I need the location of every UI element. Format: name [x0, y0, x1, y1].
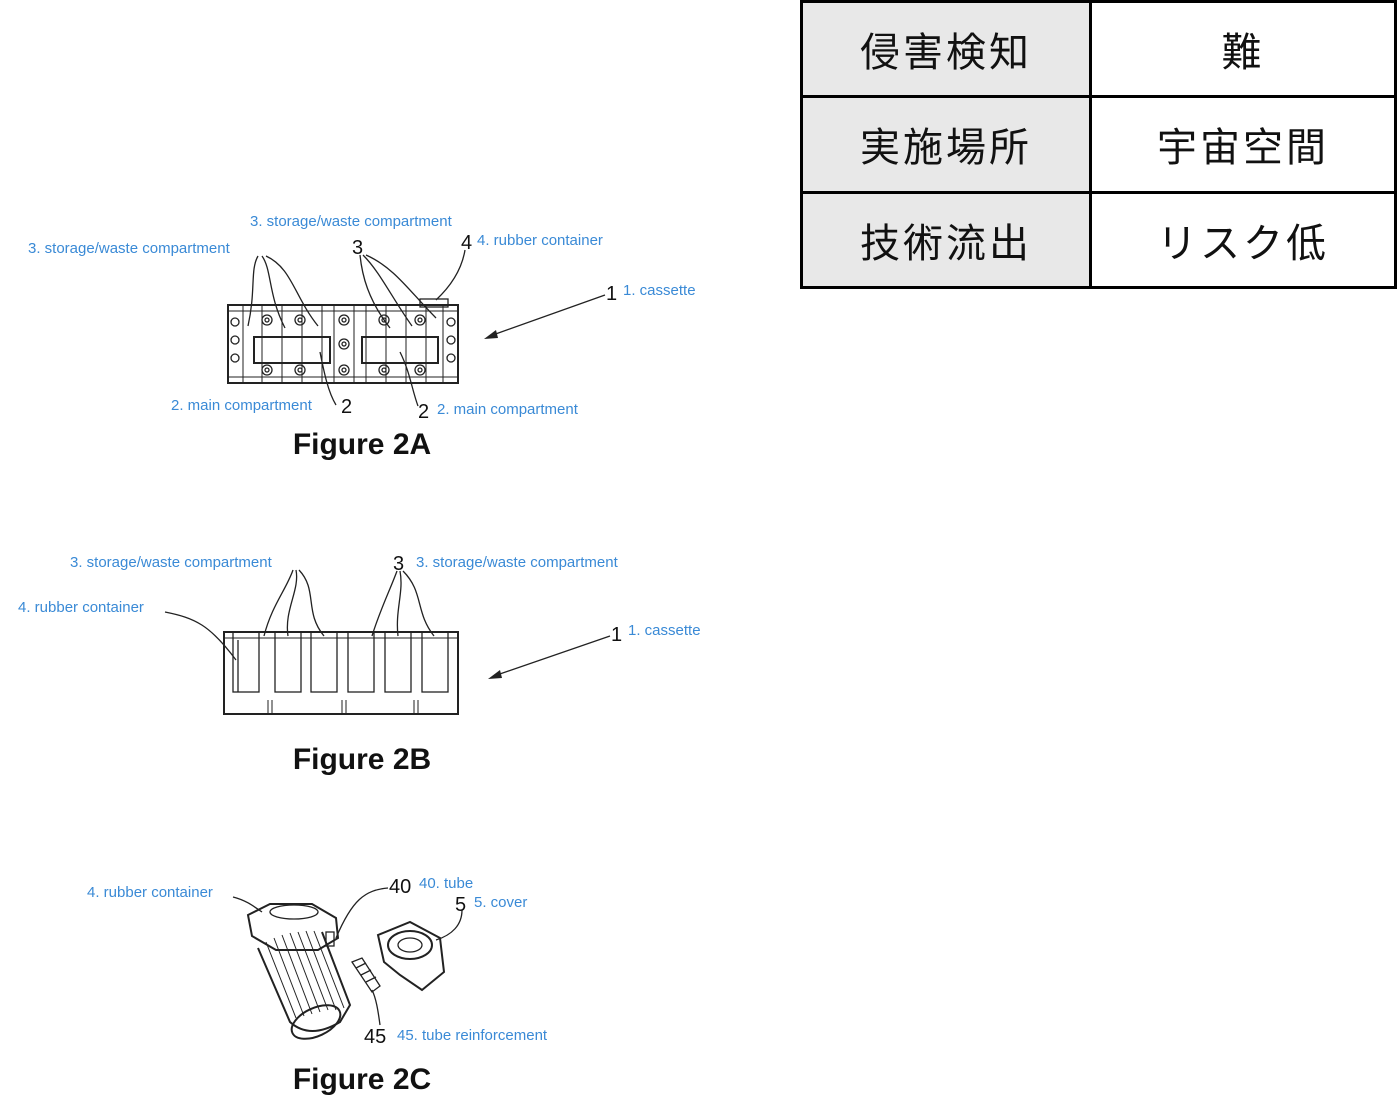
label-storage-compartment: 3. storage/waste compartment [28, 240, 231, 257]
figure-2c: 4. rubber container 40 40. tube 5 5. cov… [87, 875, 548, 1096]
label-rubber-container: 4. rubber container [87, 884, 213, 901]
label-cassette: 1. cassette [628, 622, 701, 639]
ref-number-2: 2 [341, 396, 352, 418]
table-key-cell: 実施場所 [800, 95, 1092, 194]
label-storage-compartment: 3. storage/waste compartment [70, 554, 273, 571]
label-tube-reinforcement: 45. tube reinforcement [397, 1027, 548, 1044]
compartment-tubes [232, 631, 449, 693]
label-cover: 5. cover [474, 894, 527, 911]
table-key-cell: 侵害検知 [800, 0, 1092, 99]
bolt-holes [230, 314, 456, 376]
label-storage-compartment: 3. storage/waste compartment [250, 213, 453, 230]
rubber-container-top [419, 298, 449, 308]
figure-2a: 3. storage/waste compartment 3. storage/… [28, 213, 696, 461]
rubber-container-flange [246, 903, 340, 951]
ref-number-1: 1 [606, 283, 617, 305]
rubber-container-body [257, 931, 352, 1032]
table-value-cell: 宇宙空間 [1089, 95, 1397, 194]
table-key-cell: 技術流出 [800, 190, 1092, 290]
label-rubber-container: 4. rubber container [477, 232, 603, 249]
ref-number-3: 3 [352, 237, 363, 259]
cassette-top-view [227, 304, 459, 384]
ref-number-1: 1 [611, 624, 622, 646]
ref-number-3: 3 [393, 553, 404, 575]
figure-caption: Figure 2C [293, 1063, 431, 1096]
figure-caption: Figure 2B [293, 743, 431, 776]
table-value-cell: リスク低 [1089, 190, 1397, 290]
info-table: 侵害検知 難 実施場所 宇宙空間 技術流出 リスク低 [800, 0, 1397, 290]
main-compartment-left [253, 336, 331, 364]
table-row: 実施場所 宇宙空間 [800, 95, 1397, 194]
ref-number-45: 45 [364, 1026, 386, 1048]
tube-reinforcement [351, 957, 381, 993]
patent-figures: 3. storage/waste compartment 3. storage/… [18, 213, 701, 1096]
main-compartment-right [361, 336, 439, 364]
label-cassette: 1. cassette [623, 282, 696, 299]
figure-caption: Figure 2A [293, 428, 431, 461]
ref-number-4: 4 [461, 232, 472, 254]
ref-number-2: 2 [418, 401, 429, 423]
table-row: 技術流出 リスク低 [800, 190, 1397, 290]
label-main-compartment: 2. main compartment [437, 401, 579, 418]
table-row: 侵害検知 難 [800, 0, 1397, 99]
table-value-cell: 難 [1089, 0, 1397, 99]
label-storage-compartment: 3. storage/waste compartment [416, 554, 619, 571]
label-rubber-container: 4. rubber container [18, 599, 144, 616]
label-main-compartment: 2. main compartment [171, 397, 313, 414]
ref-number-40: 40 [389, 876, 411, 898]
label-tube: 40. tube [419, 875, 473, 892]
cover-part [376, 920, 446, 992]
ref-number-5: 5 [455, 894, 466, 916]
cassette-side-view [223, 631, 459, 715]
figure-2b: 3. storage/waste compartment 3 3. storag… [18, 553, 701, 776]
